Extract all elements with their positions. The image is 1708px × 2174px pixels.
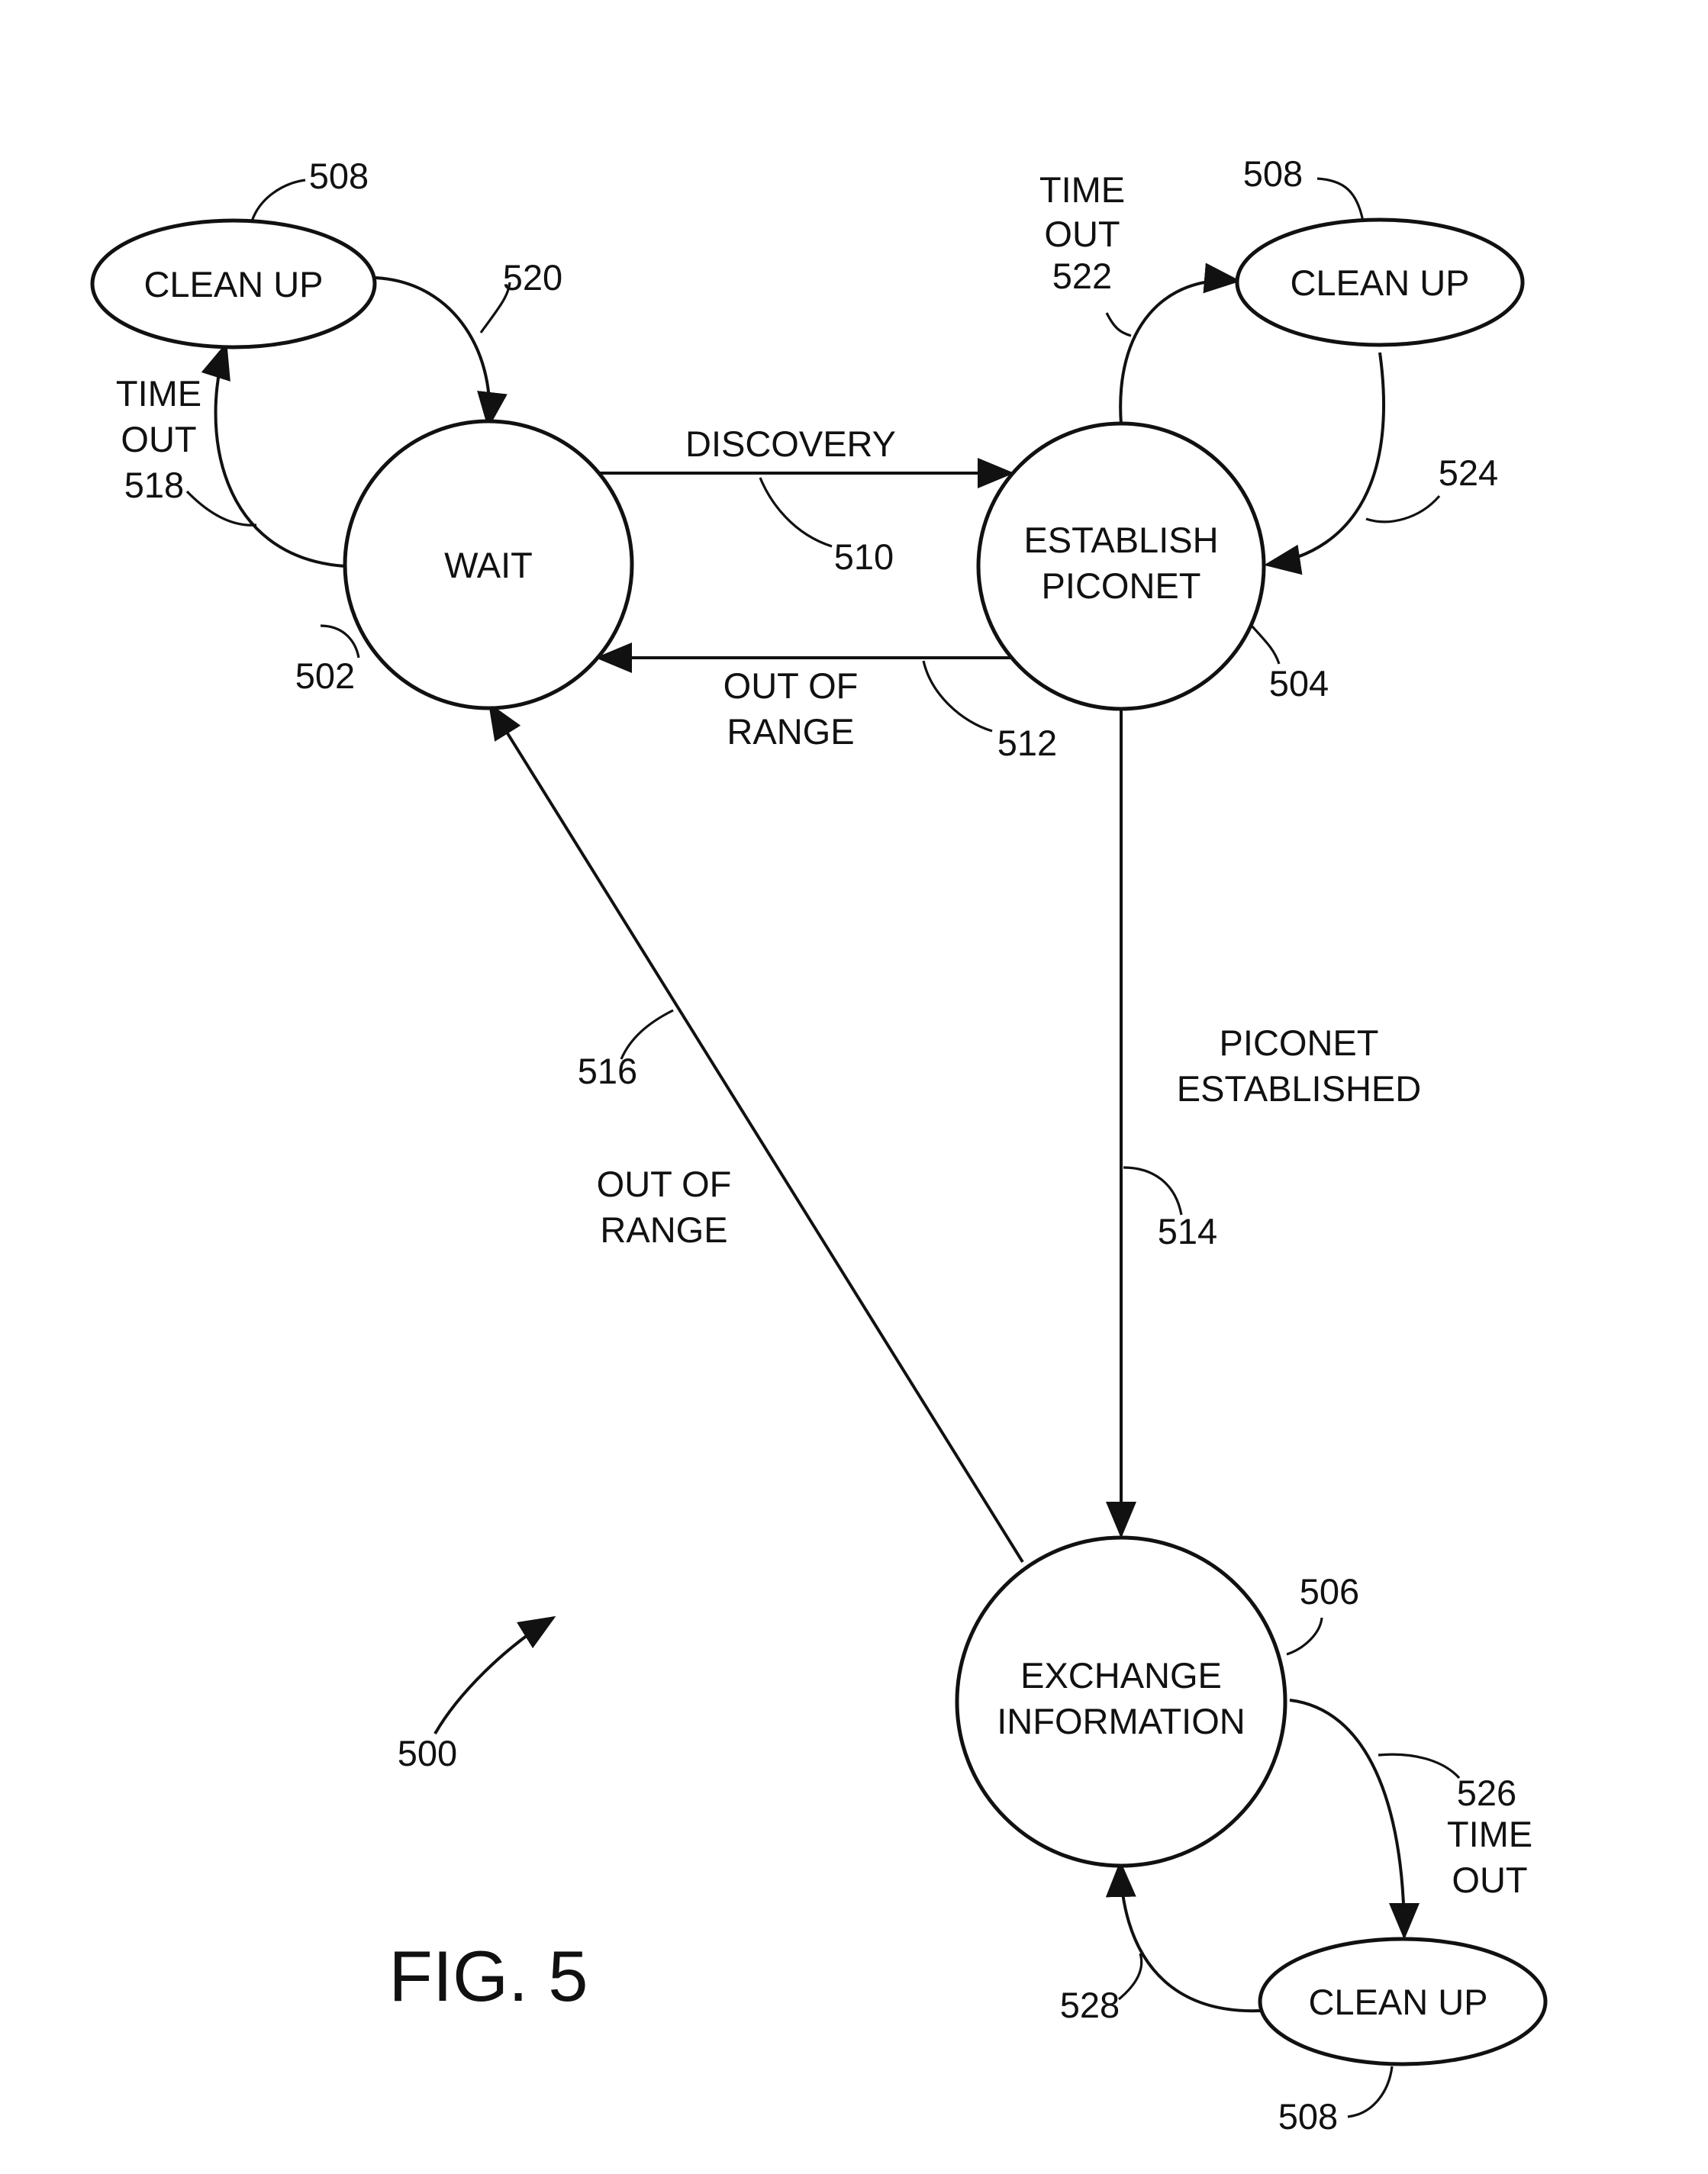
ref-cleanup-exchange: 508 bbox=[1278, 2096, 1338, 2137]
ref-cleanup-establish: 508 bbox=[1243, 153, 1303, 194]
ref-timeout-establish: 522 bbox=[1052, 256, 1112, 296]
figure-title: FIG. 5 bbox=[388, 1936, 588, 2016]
leader-ref-piconet-established bbox=[1123, 1168, 1181, 1215]
edge-discovery-label: DISCOVERY bbox=[685, 424, 896, 464]
leader-ref-cleanup-establish bbox=[1317, 179, 1363, 221]
leader-ref-return-exchange bbox=[1119, 1953, 1142, 1999]
edge-out-of-range-top-label-line1: OUT OF bbox=[723, 665, 859, 706]
edge-timeout-wait-label-line2: OUT bbox=[121, 419, 196, 459]
ref-return-exchange: 528 bbox=[1060, 1985, 1120, 2025]
edge-piconet-established-label-line1: PICONET bbox=[1220, 1023, 1379, 1063]
edge-timeout-wait bbox=[216, 345, 345, 566]
node-wait-label: WAIT bbox=[444, 545, 533, 585]
edge-timeout-establish-label-line2: OUT bbox=[1044, 214, 1120, 254]
ref-piconet-established: 514 bbox=[1158, 1211, 1217, 1251]
node-establish-label-line1: ESTABLISH bbox=[1023, 520, 1218, 560]
edge-timeout-exchange-label-line2: OUT bbox=[1452, 1860, 1527, 1900]
ref-return-establish: 524 bbox=[1439, 453, 1498, 493]
ref-discovery: 510 bbox=[834, 536, 894, 577]
leader-ref-discovery bbox=[760, 478, 832, 546]
edge-timeout-wait-label-line1: TIME bbox=[116, 373, 201, 414]
ref-wait: 502 bbox=[295, 655, 355, 696]
leader-ref-wait bbox=[321, 626, 359, 658]
edge-timeout-exchange-label-line1: TIME bbox=[1447, 1814, 1532, 1854]
node-exchange-label-line1: EXCHANGE bbox=[1020, 1655, 1222, 1696]
edge-timeout-exchange bbox=[1290, 1700, 1404, 1937]
edge-out-of-range-diagonal-label-line2: RANGE bbox=[600, 1209, 727, 1250]
leader-ref-cleanup-exchange bbox=[1348, 2066, 1392, 2117]
edge-timeout-establish bbox=[1120, 280, 1238, 424]
ref-out-of-range-top: 512 bbox=[997, 723, 1057, 763]
leader-ref-establish bbox=[1252, 626, 1279, 664]
ref-timeout-wait: 518 bbox=[124, 465, 184, 505]
edge-timeout-establish-label-line1: TIME bbox=[1039, 169, 1125, 210]
ref-out-of-range-diagonal: 516 bbox=[578, 1051, 637, 1091]
edge-out-of-range-diagonal bbox=[490, 705, 1023, 1562]
node-exchange-label-line2: INFORMATION bbox=[997, 1701, 1246, 1741]
ref-exchange: 506 bbox=[1300, 1571, 1359, 1612]
leader-ref-timeout-establish bbox=[1107, 313, 1131, 336]
ref-return-wait: 520 bbox=[503, 257, 562, 298]
ref-cleanup-wait: 508 bbox=[309, 156, 369, 196]
node-cleanup-establish-label: CLEAN UP bbox=[1290, 262, 1469, 303]
edge-out-of-range-diagonal-label-line1: OUT OF bbox=[597, 1164, 732, 1204]
edge-return-establish bbox=[1267, 353, 1384, 565]
ref-establish: 504 bbox=[1269, 663, 1329, 704]
node-cleanup-wait-label: CLEAN UP bbox=[143, 264, 323, 304]
figure-pointer-arrow bbox=[435, 1618, 553, 1734]
ref-timeout-exchange: 526 bbox=[1457, 1773, 1516, 1813]
leader-ref-timeout-wait bbox=[187, 491, 256, 525]
node-cleanup-exchange-label: CLEAN UP bbox=[1308, 1982, 1487, 2022]
leader-ref-out-of-range-top bbox=[923, 661, 992, 731]
edge-piconet-established-label-line2: ESTABLISHED bbox=[1177, 1068, 1421, 1109]
edge-return-wait bbox=[375, 278, 489, 426]
ref-figure: 500 bbox=[398, 1733, 457, 1773]
leader-ref-return-establish bbox=[1366, 496, 1439, 522]
edge-out-of-range-top-label-line2: RANGE bbox=[727, 711, 854, 752]
leader-ref-cleanup-wait bbox=[252, 180, 305, 221]
edge-return-exchange bbox=[1120, 1863, 1261, 2011]
leader-ref-exchange bbox=[1287, 1618, 1322, 1654]
node-establish-label-line2: PICONET bbox=[1042, 565, 1201, 606]
leader-ref-timeout-exchange bbox=[1378, 1754, 1459, 1778]
